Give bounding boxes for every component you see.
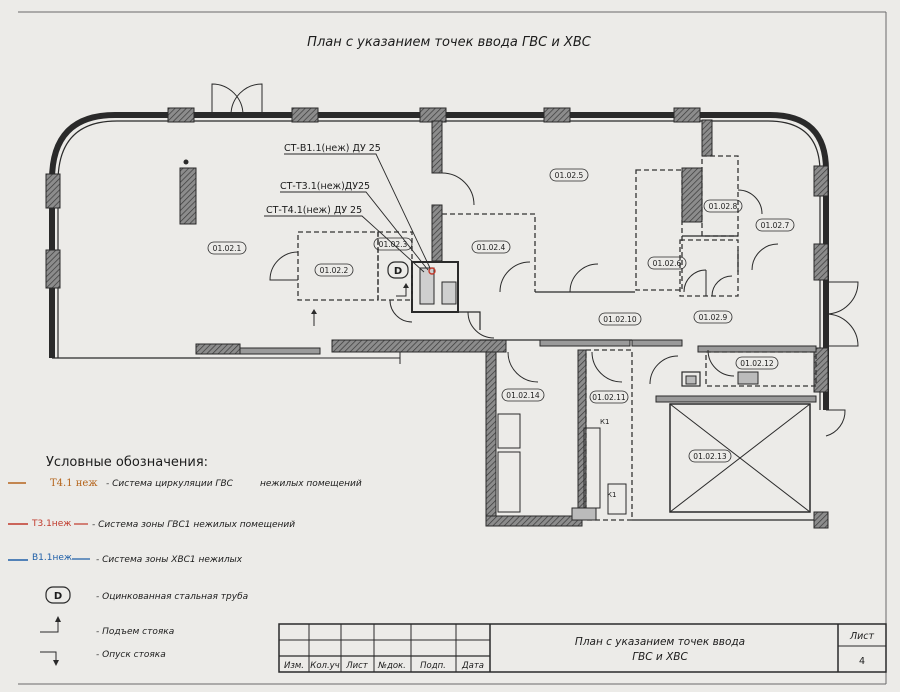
- stamp-title-line2: ГВС и ХВС: [632, 651, 688, 663]
- riser-point: [428, 267, 436, 275]
- windows: [45, 107, 829, 393]
- hall-bottom-wall: [52, 339, 507, 364]
- hall-point-marker: [183, 159, 189, 165]
- entry-door-top: [211, 83, 263, 116]
- room-outline-11: [571, 349, 633, 521]
- legend-text-t4-cont: нежилых помещений: [260, 479, 362, 489]
- k1-mark-lower: К1: [607, 491, 616, 499]
- room-label-8: 01.02.8: [709, 202, 738, 211]
- room-label-13: 01.02.13: [693, 452, 727, 461]
- valve-d-label: D: [394, 266, 402, 277]
- room-label-6: 01.02.6: [653, 259, 682, 268]
- legend-text-riser-up: - Подъем стояка: [96, 627, 174, 637]
- legend-text-d: - Оцинкованная стальная труба: [96, 592, 248, 602]
- outer-wall-right: [430, 112, 829, 410]
- legend-text-t4: - Система циркуляции ГВС: [106, 479, 234, 489]
- room-label-14: 01.02.14: [506, 391, 540, 400]
- room-outline-13: [632, 395, 829, 529]
- legend-d-symbol: [45, 586, 71, 604]
- entry-door-right: [825, 281, 859, 437]
- room-outline-4: [442, 213, 635, 339]
- room-label-10: 01.02.10: [603, 315, 637, 324]
- legend: Условные обозначения: Т4.1 неж - Система…: [8, 455, 362, 666]
- room-label-11: 01.02.11: [592, 393, 626, 402]
- legend-d-code: D: [54, 591, 62, 602]
- drawing-title: План с указанием точек ввода ГВС и ХВС: [307, 35, 592, 50]
- stamp-sheet-number: 4: [859, 656, 865, 667]
- stamp-col-list: Лист: [345, 661, 369, 671]
- room-labels: 01.02.1 01.02.2 01.02.3 01.02.4 01.02.5 …: [207, 168, 795, 463]
- callout-b1: СТ-В1.1(неж) ДУ 25: [284, 143, 381, 154]
- stamp-col-podp: Подп.: [420, 661, 446, 671]
- stamp-sheet-label: Лист: [849, 631, 875, 642]
- legend-text-t3: - Система зоны ГВС1 нежилых помещений: [92, 520, 295, 530]
- callout-leaders: [264, 153, 431, 273]
- room-label-1: 01.02.1: [213, 244, 242, 253]
- stamp-col-koluch: Кол.уч: [310, 661, 339, 671]
- floor-plan: D СТ-В1.1(неж) ДУ 25 СТ-Т3.1(неж)ДУ25 СТ…: [45, 83, 859, 529]
- room-label-7: 01.02.7: [761, 221, 790, 230]
- room-label-12: 01.02.12: [740, 359, 774, 368]
- stamp-col-data: Дата: [461, 661, 484, 671]
- room-label-9: 01.02.9: [699, 313, 728, 322]
- room-label-4: 01.02.4: [477, 243, 506, 252]
- room-label-5: 01.02.5: [555, 171, 584, 180]
- k1-mark-upper: К1: [600, 418, 609, 426]
- stamp-title-line1: План с указанием точек ввода: [575, 636, 745, 648]
- title-block: Изм. Кол.уч Лист №док. Подп. Дата План с…: [278, 623, 887, 673]
- callout-t4: СТ-Т4.1(неж) ДУ 25: [266, 205, 362, 216]
- valve-d-marker: D: [387, 261, 409, 297]
- hall-column: [179, 167, 197, 225]
- legend-heading: Условные обозначения:: [46, 455, 208, 470]
- shaft-walls: [411, 120, 475, 313]
- legend-code-t3: Т3.1неж: [31, 519, 71, 529]
- stamp-col-ndok: №док.: [377, 661, 406, 671]
- room-label-2: 01.02.2: [320, 266, 349, 275]
- stamp-col-izm: Изм.: [284, 661, 304, 671]
- room-outline-12: [681, 351, 817, 387]
- legend-code-t4: Т4.1 неж: [50, 478, 98, 489]
- legend-text-b1: - Система зоны ХВС1 нежилых: [96, 555, 243, 565]
- legend-code-b1: В1.1неж: [32, 553, 72, 563]
- riser-up-icon: [40, 616, 61, 633]
- riser-down-icon: [40, 651, 59, 666]
- legend-text-riser-down: - Опуск стояка: [96, 650, 166, 660]
- room-outline-3: [377, 231, 413, 323]
- room-label-3: 01.02.3: [379, 240, 408, 249]
- room-outline-block: [635, 119, 779, 297]
- callout-t3: СТ-Т3.1(неж)ДУ25: [280, 181, 370, 192]
